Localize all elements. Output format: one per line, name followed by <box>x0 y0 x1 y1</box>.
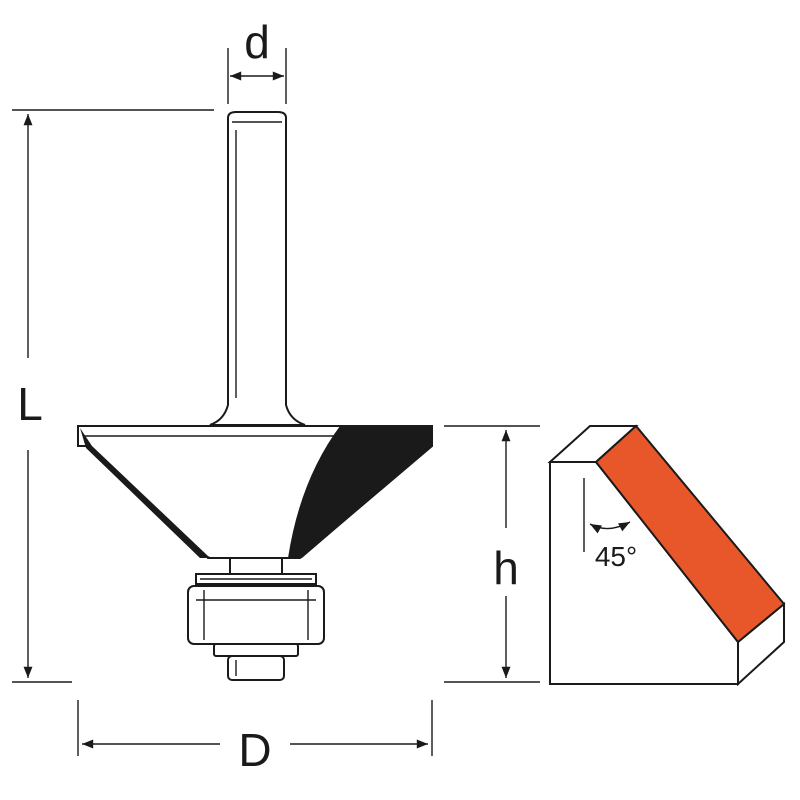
label-L: L <box>17 378 43 430</box>
dimension-h: h <box>444 425 540 683</box>
router-bit <box>77 111 433 681</box>
angle-arc <box>589 521 631 534</box>
label-angle: 45° <box>595 541 637 572</box>
label-h: h <box>493 542 519 594</box>
dimension-d: d <box>227 16 287 104</box>
label-D: D <box>238 724 271 776</box>
guide-bearing <box>187 585 325 645</box>
washer <box>195 573 317 585</box>
carbide-cutting-edge <box>288 426 432 558</box>
bearing-neck <box>229 557 283 575</box>
dimension-L: L <box>12 109 214 683</box>
label-d: d <box>244 16 270 68</box>
chamfer-face <box>594 424 786 644</box>
shank <box>209 111 306 426</box>
dimension-D: D <box>77 700 433 776</box>
bearing-screw <box>213 643 299 681</box>
workpiece-profile: 45° <box>547 424 786 687</box>
